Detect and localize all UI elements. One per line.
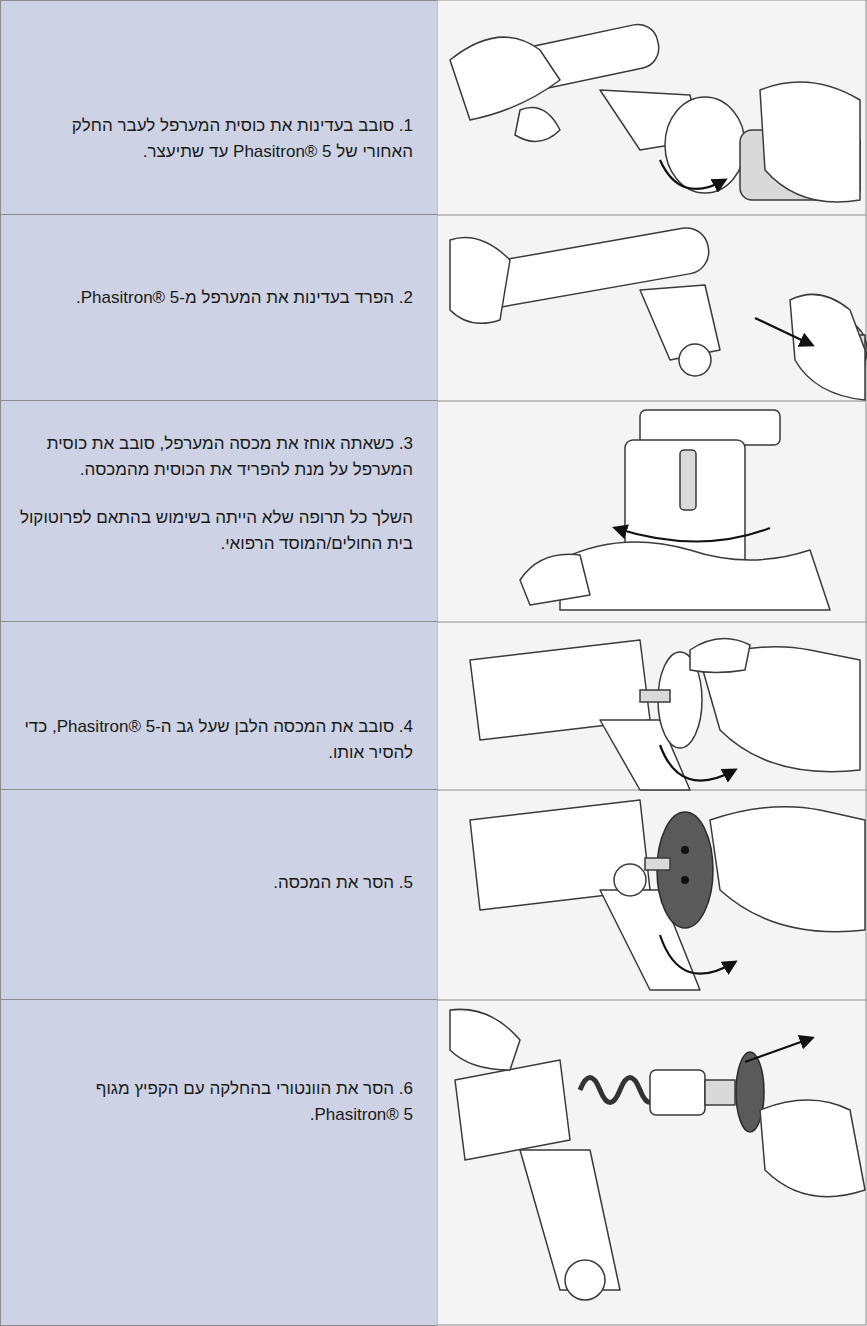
port: [679, 344, 711, 376]
step-instruction: 5. הסר את המכסה.: [17, 870, 413, 896]
cup-slot: [680, 450, 696, 510]
step-text-cell: 3. כשאתה אוחז את מכסה המערפל, סובב את כו…: [0, 401, 437, 622]
rotate-arrow: [660, 745, 735, 781]
cap-hole: [681, 876, 689, 884]
rotate-arrow: [660, 935, 735, 974]
venturi-tip: [705, 1080, 735, 1105]
device-body: [640, 285, 720, 360]
step-text-cell: 6. הסר את הוונטורי בהחלקה עם הקפיץ מגוף …: [0, 1000, 437, 1326]
step-instruction: 2. הפרד בעדינות את המערפל מ-Phasitron® 5…: [17, 285, 413, 311]
hand: [760, 1100, 865, 1197]
hand: [560, 542, 830, 610]
step-text-cell: 5. הסר את המכסה.: [0, 790, 437, 1000]
illustration-column: [437, 0, 866, 1325]
row-divider: [437, 1000, 866, 1001]
spring: [580, 1078, 660, 1103]
step-instruction: 4. סובב את המכסה הלבן שעל גב ה-Phasitron…: [17, 714, 413, 766]
venturi: [650, 1070, 705, 1115]
row-divider: [437, 622, 866, 623]
slide-arrow: [745, 1038, 812, 1062]
row-divider: [437, 215, 866, 216]
cap-hole: [681, 846, 689, 854]
port: [614, 864, 646, 896]
spindle: [640, 690, 670, 702]
spindle: [645, 858, 670, 870]
hand: [450, 1009, 520, 1070]
step4-illustration: [470, 639, 860, 790]
hand: [790, 294, 865, 400]
step6-illustration: [450, 1009, 865, 1300]
finger: [520, 554, 590, 605]
step1-illustration: [450, 21, 860, 202]
hand: [450, 37, 560, 120]
step-text-cell: 2. הפרד בעדינות את המערפל מ-Phasitron® 5…: [0, 215, 437, 401]
device-body: [455, 1060, 570, 1160]
hand: [710, 807, 865, 932]
step-instruction: 6. הסר את הוונטורי בהחלקה עם הקפיץ מגוף …: [17, 1076, 413, 1128]
rotate-arrow: [660, 160, 725, 189]
finger: [515, 108, 560, 142]
row-divider: [437, 401, 866, 402]
step-note: השלך כל תרופה שלא הייתה בשימוש בהתאם לפר…: [17, 505, 413, 557]
separate-arrow: [755, 318, 812, 345]
step3-illustration: [520, 410, 830, 610]
step5-illustration: [470, 800, 865, 990]
venturi-disc: [736, 1052, 764, 1132]
port: [565, 1260, 605, 1300]
step2-illustration: [450, 225, 867, 400]
rotate-arrow: [615, 528, 770, 542]
step-instruction: 3. כשאתה אוחז את מכסה המערפל, סובב את כו…: [17, 431, 413, 483]
device-body: [470, 800, 650, 910]
hand: [450, 238, 510, 324]
hand: [760, 82, 860, 202]
step-text-cell: 1. סובב בעדינות את כוסית המערפל לעבר החל…: [0, 0, 437, 215]
nebulizer-cup: [665, 97, 745, 193]
step-instruction: 1. סובב בעדינות את כוסית המערפל לעבר החל…: [17, 113, 413, 165]
finger: [690, 639, 750, 673]
step-text-cell: 4. סובב את המכסה הלבן שעל גב ה-Phasitron…: [0, 622, 437, 790]
